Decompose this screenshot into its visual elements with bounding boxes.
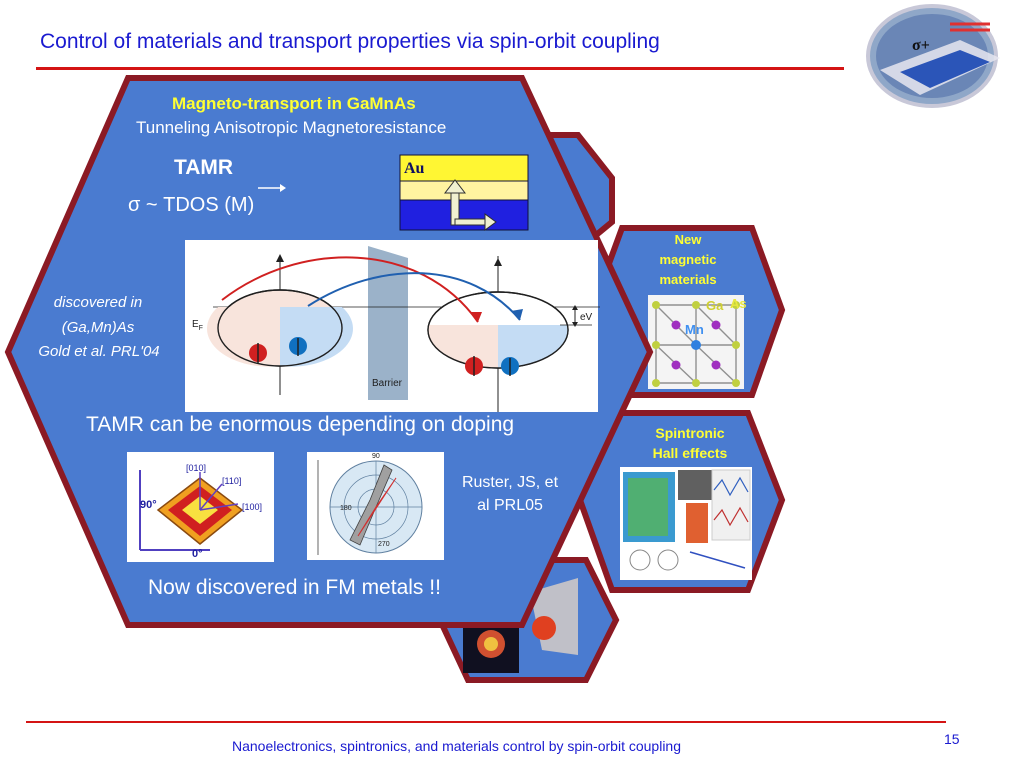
polar-90-label: 90 (372, 453, 380, 460)
fermi-label: EF (192, 319, 203, 332)
polar-270-label: 270 (378, 541, 390, 548)
ruster-line-2: al PRL05 (477, 497, 543, 514)
polar-180-label: 180 (340, 505, 352, 512)
materials-line-3: materials (659, 272, 717, 287)
ga-label: Ga (706, 298, 724, 313)
barrier-label: Barrier (372, 378, 403, 389)
dir-100-label: [100] (242, 502, 262, 512)
fm-metals-text: Now discovered in FM metals !! (148, 576, 441, 599)
tamr-enormous-text: TAMR can be enormous depending on doping (86, 413, 515, 436)
title-rule (36, 67, 844, 70)
dir-110-label: [110] (222, 476, 241, 486)
footer-rule (26, 721, 946, 723)
hall-effect-plots-image (620, 467, 752, 580)
discovered-line-1: discovered in (53, 294, 143, 311)
crystal-direction-inset (127, 452, 274, 562)
spin-photo-inset (866, 4, 1000, 108)
slide-title: Control of materials and transport prope… (40, 30, 660, 53)
hall-line-2: Hall effects (652, 445, 728, 461)
au-label: Au (404, 160, 425, 177)
optics-image (463, 578, 578, 673)
polar-plot-inset (307, 452, 444, 560)
ev-label: eV (580, 312, 593, 323)
footer-text: Nanoelectronics, spintronics, and materi… (232, 738, 681, 754)
tamr-label: TAMR (174, 156, 234, 179)
as-label: As (730, 296, 747, 311)
materials-line-1: New (674, 232, 702, 247)
main-heading: Magneto-transport in GaMnAs (172, 94, 416, 113)
hall-line-1: Spintronic (655, 425, 725, 441)
layer-stack-diagram (399, 154, 529, 231)
barrier-diagram (185, 240, 600, 412)
tdos-formula: σ ~ TDOS (M) (128, 194, 255, 216)
crystal-lattice-image (648, 295, 744, 389)
discovered-line-3: Gold et al. PRL'04 (38, 343, 160, 360)
angle-0-label: 0° (192, 548, 203, 560)
angle-90-label: 90° (140, 499, 157, 511)
discovered-line-2: (Ga,Mn)As (61, 319, 135, 336)
sigma-plus-label: σ+ (912, 37, 930, 54)
page-number: 15 (944, 731, 960, 747)
mn-label: Mn (685, 322, 704, 337)
dir-010-label: [010] (186, 463, 206, 473)
main-subheading: Tunneling Anisotropic Magnetoresistance (136, 118, 447, 137)
materials-line-2: magnetic (659, 252, 717, 267)
ruster-line-1: Ruster, JS, et (461, 474, 559, 491)
